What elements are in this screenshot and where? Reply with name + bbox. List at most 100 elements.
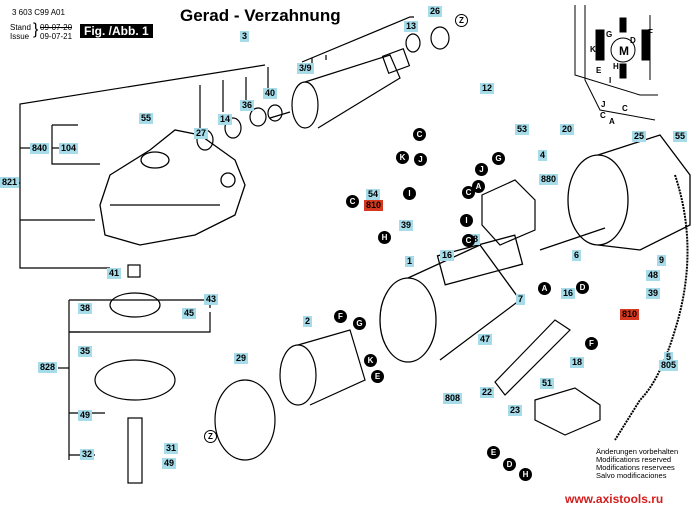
connector-marker: D — [576, 281, 589, 294]
part-label: 54 — [366, 189, 381, 200]
stator — [279, 329, 366, 406]
note-line: Modifications reserved — [596, 455, 672, 464]
connector-marker: K — [364, 354, 377, 367]
highlighted-part-label: 810 — [620, 309, 640, 320]
fan-baffle — [214, 379, 276, 461]
rear-cover — [539, 134, 691, 251]
switch-block — [481, 179, 536, 246]
part-label: 39 — [399, 220, 414, 231]
part-label: 808 — [443, 393, 463, 404]
part-label: 104 — [59, 143, 79, 154]
part-label: 49 — [78, 410, 93, 421]
part-label: 45 — [182, 308, 197, 319]
part-label: 13 — [404, 21, 419, 32]
part-label: 7 — [516, 294, 526, 305]
highlighted-part-label: 810 — [364, 200, 384, 211]
gear-housing — [99, 129, 246, 246]
stand-label: Stand — [10, 23, 31, 32]
part-label: 16 — [440, 250, 455, 261]
schematic-terminal: H — [613, 62, 619, 71]
connector-marker: C — [462, 186, 475, 199]
part-label: 14 — [218, 114, 233, 125]
power-cord — [614, 174, 689, 441]
part-label: 5 — [664, 352, 674, 363]
connector-marker-z: Z — [204, 430, 217, 443]
connector-marker: F — [334, 310, 347, 323]
part-label: 38 — [78, 303, 93, 314]
connector-marker: E — [487, 446, 500, 459]
part-label: 828 — [38, 362, 58, 373]
connector-marker: C — [462, 234, 475, 247]
part-label: 20 — [560, 124, 575, 135]
part-label: 31 — [164, 443, 179, 454]
part-label: 16 — [561, 288, 576, 299]
part-label: 53 — [515, 124, 530, 135]
part-label: 12 — [480, 83, 495, 94]
bevel-gear — [94, 264, 176, 484]
stand-issue-labels: Stand Issue — [10, 23, 31, 41]
wiring-schematic — [574, 5, 658, 121]
part-label: 2 — [303, 316, 313, 327]
connector-marker: A — [538, 282, 551, 295]
switch-rod — [494, 319, 571, 396]
motor-symbol: M — [619, 44, 629, 58]
part-label: 55 — [673, 131, 688, 142]
part-label: 36 — [240, 100, 255, 111]
part-label: 821 — [0, 177, 20, 188]
schematic-terminal: E — [596, 66, 602, 75]
connector-marker: E — [371, 370, 384, 383]
schematic-terminal: K — [590, 45, 596, 54]
part-label: 41 — [107, 268, 122, 279]
issue-label: Issue — [10, 32, 30, 41]
part-label: 49 — [162, 458, 177, 469]
connector-marker: F — [585, 337, 598, 350]
part-label: 4 — [538, 150, 548, 161]
part-label: 48 — [646, 270, 661, 281]
part-label: 23 — [508, 405, 523, 416]
stand-date: 09-07-20 — [40, 23, 73, 32]
connector-marker: I — [460, 214, 473, 227]
part-label: 18 — [570, 357, 585, 368]
note-line: Modifications reservees — [596, 463, 675, 472]
part-label: 25 — [632, 131, 647, 142]
part-label: 35 — [78, 346, 93, 357]
part-label: 27 — [194, 128, 209, 139]
electronics-module — [534, 387, 601, 436]
dates: 09-07-20 09-07-21 — [40, 23, 72, 41]
part-label: 43 — [204, 294, 219, 305]
part-label: 6 — [572, 250, 582, 261]
note-line: Änderungen vorbehalten — [596, 447, 679, 456]
connector-marker-z: Z — [455, 14, 468, 27]
leader-lines — [8, 16, 414, 460]
schematic-terminal: C — [622, 104, 628, 113]
connector-marker: H — [378, 231, 391, 244]
connector-marker: D — [503, 458, 516, 471]
part-label: 40 — [263, 88, 278, 99]
connector-marker: A — [472, 180, 485, 193]
part-label: 32 — [80, 449, 95, 460]
part-label: 1 — [405, 256, 415, 267]
brace-icon: } — [33, 21, 39, 38]
schematic-terminal: G — [606, 30, 613, 39]
connector-marker: J — [414, 153, 427, 166]
motor-housing — [379, 234, 524, 363]
part-label: 22 — [480, 387, 495, 398]
diagram-title: Gerad - Verzahnung — [180, 6, 341, 25]
part-label: 805 — [659, 360, 679, 371]
modification-notes: Änderungen vorbehalten Modifications res… — [596, 448, 678, 480]
part-label: 39 — [646, 288, 661, 299]
part-label: 880 — [539, 174, 559, 185]
part-label: 47 — [478, 334, 493, 345]
schematic-terminal: D — [630, 36, 636, 45]
part-label: 840 — [30, 143, 50, 154]
document-number: 3 603 C99 A01 — [12, 8, 65, 17]
connector-marker: J — [475, 163, 488, 176]
website-link[interactable]: www.axistools.ru — [565, 492, 664, 506]
schematic-terminal: F — [648, 28, 653, 37]
schematic-terminal: I — [609, 76, 612, 85]
armature — [269, 48, 411, 129]
issue-date: 09-07-21 — [40, 32, 73, 41]
schematic-terminal: J — [601, 100, 606, 109]
part-label: 26 — [428, 6, 443, 17]
